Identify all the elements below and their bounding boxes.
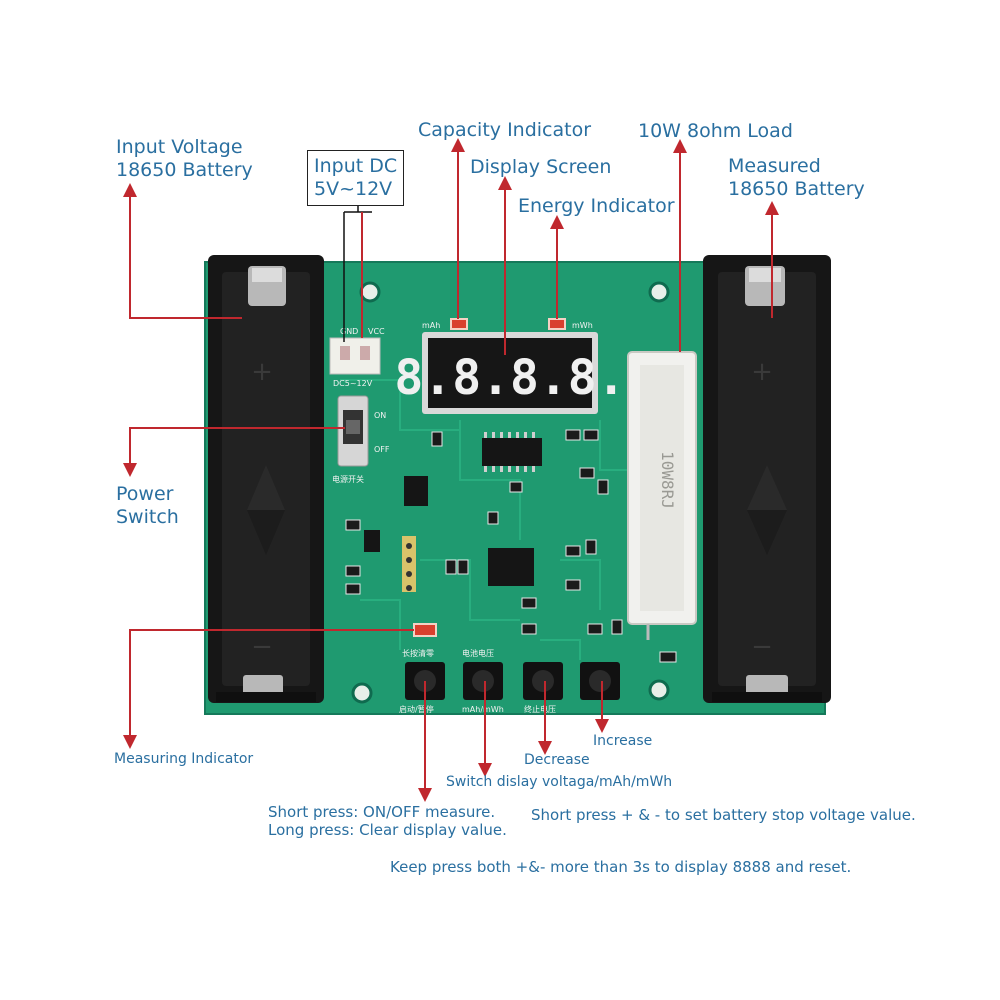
- led-mwh: [548, 318, 566, 330]
- svg-text:+: +: [751, 357, 773, 387]
- pin-vcc-label: VCC: [368, 327, 385, 336]
- label-power-switch-line1: Power: [116, 483, 174, 505]
- button-2-top-label: 电池电压: [462, 648, 494, 658]
- label-input-dc-line1: Input DC: [314, 155, 398, 177]
- label-short-press: Short press: ON/OFF measure.: [268, 803, 496, 821]
- led-mah: [450, 318, 468, 330]
- button-1-bottom-label: 启动/暂停: [399, 704, 434, 714]
- button-2-bottom-label: mAh/mWh: [462, 705, 504, 714]
- label-input-voltage-line1: Input Voltage: [116, 136, 243, 158]
- button-3-bottom-label: 终止电压: [524, 704, 556, 714]
- switch-cn-label: 电源开关: [332, 474, 364, 484]
- label-input-dc: Input DC 5V~12V: [307, 150, 405, 206]
- label-input-voltage: Input Voltage 18650 Battery: [116, 136, 253, 182]
- label-switch-display: Switch dislay voltaga/mAh/mWh: [446, 774, 673, 790]
- svg-text:+: +: [251, 357, 273, 387]
- label-increase: Increase: [593, 733, 653, 749]
- resistor-marking: 10W8RJ: [658, 451, 677, 509]
- dc-connector: GND VCC DC5~12V: [329, 327, 385, 388]
- load-resistor: 10W8RJ: [627, 351, 697, 640]
- battery-holder-right: + −: [703, 255, 831, 703]
- label-load: 10W 8ohm Load: [638, 120, 793, 142]
- battery-holder-left: + −: [208, 255, 324, 703]
- switch-off-label: OFF: [374, 445, 390, 454]
- svg-text:−: −: [751, 632, 773, 662]
- label-measuring-indicator: Measuring Indicator: [114, 751, 254, 767]
- label-measured-battery-line2: 18650 Battery: [728, 177, 865, 200]
- tactile-buttons: [405, 662, 620, 700]
- label-display-screen: Display Screen: [470, 156, 612, 178]
- ic-chips: [364, 438, 542, 586]
- display-digits: 8.8.8.8.: [394, 350, 625, 406]
- label-measured-battery: Measured 18650 Battery: [728, 155, 865, 201]
- led-measuring: [413, 623, 437, 637]
- led-mwh-label: mWh: [572, 321, 593, 330]
- label-capacity-indicator: Capacity Indicator: [418, 119, 592, 141]
- label-input-dc-line2: 5V~12V: [314, 177, 393, 200]
- smd-components: [345, 429, 677, 663]
- mounting-holes: [351, 281, 670, 704]
- power-switch-body: ON OFF 电源开关: [332, 395, 390, 484]
- pin-header: [402, 536, 416, 592]
- pin-gnd-label: GND: [340, 327, 358, 336]
- button-1-top-label: 长按清零: [402, 648, 434, 658]
- label-power-switch: Power Switch: [116, 483, 179, 529]
- seven-segment-display: 8.8.8.8.: [394, 332, 626, 414]
- label-measured-battery-line1: Measured: [728, 155, 821, 177]
- svg-text:−: −: [251, 632, 273, 662]
- label-power-switch-line2: Switch: [116, 505, 179, 528]
- leader-lines: [123, 138, 779, 802]
- label-energy-indicator: Energy Indicator: [518, 195, 675, 217]
- label-input-voltage-line2: 18650 Battery: [116, 158, 253, 181]
- label-reset-note: Keep press both +&- more than 3s to disp…: [390, 858, 852, 876]
- switch-on-label: ON: [374, 411, 386, 420]
- connector-label: DC5~12V: [333, 379, 373, 388]
- label-long-press: Long press: Clear display value.: [268, 821, 507, 839]
- label-decrease: Decrease: [524, 752, 590, 768]
- label-start-button-help: Short press: ON/OFF measure. Long press:…: [268, 803, 507, 839]
- label-stop-voltage: Short press + & - to set battery stop vo…: [531, 806, 916, 824]
- led-mah-label: mAh: [422, 321, 440, 330]
